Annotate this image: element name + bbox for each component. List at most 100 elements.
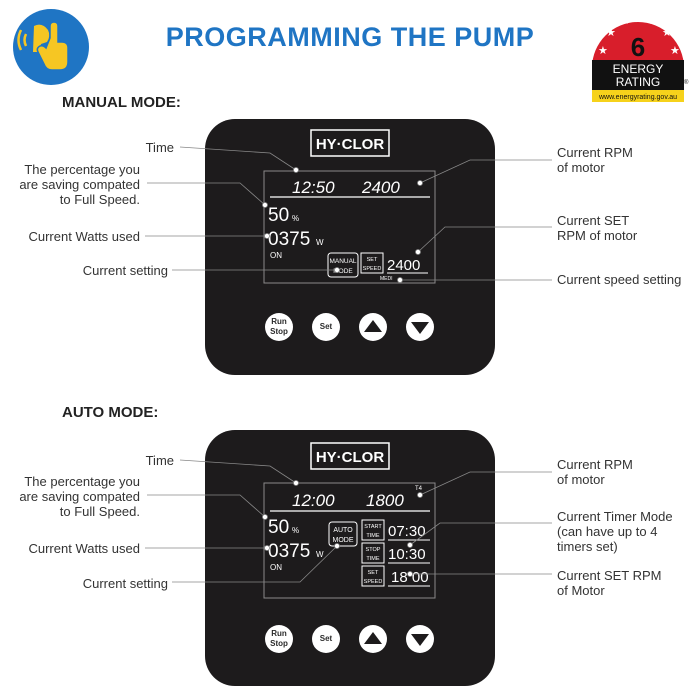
- manual-lcd-set-l2: SPEED: [363, 266, 382, 272]
- auto-label-rpm-l2: of motor: [557, 472, 605, 487]
- manual-label-rpm-l2: of motor: [557, 160, 605, 175]
- arrow-down-icon: [411, 634, 429, 646]
- manual-lcd-speed-label: MEDI: [380, 276, 393, 282]
- auto-lcd-percent: 50: [268, 517, 289, 538]
- svg-text:★: ★: [606, 27, 616, 39]
- manual-lcd-set-l1: SET: [367, 257, 378, 263]
- manual-lcd-percent: 50: [268, 205, 289, 226]
- manual-label-watts: Current Watts used: [28, 229, 140, 244]
- auto-label-percent-l3: to Full Speed.: [59, 504, 140, 519]
- auto-label-timer: Current Timer Mode (can have up to 4 tim…: [557, 509, 697, 554]
- svg-text:★: ★: [648, 15, 658, 27]
- manual-lcd-mode-l2: MODE: [333, 268, 353, 275]
- manual-down-button[interactable]: [406, 313, 434, 341]
- auto-lcd-watts-unit: W: [316, 550, 324, 559]
- arrow-up-icon: [364, 320, 382, 332]
- manual-label-setrpm: Current SET RPM of motor: [557, 213, 697, 243]
- auto-lcd-stop-l1: STOP: [366, 547, 381, 553]
- manual-lcd-mode-l1: MANUAL: [329, 258, 356, 265]
- rating-stars-count: 6: [631, 32, 645, 62]
- auto-label-percent: The percentage you are saving compated t…: [4, 474, 140, 519]
- arrow-up-icon: [364, 632, 382, 644]
- manual-set-button[interactable]: Set: [312, 313, 340, 341]
- manual-lcd-on: ON: [270, 251, 282, 260]
- auto-label-rpm: Current RPM of motor: [557, 457, 697, 487]
- svg-text:★: ★: [670, 45, 680, 57]
- auto-brand-logo: HY·CLOR: [316, 449, 384, 466]
- auto-run-label: Run: [271, 629, 287, 638]
- energy-rating-badge: ★ ★ ★ ★ ★ ★ 6 ENERGY RATING www.energyra…: [586, 6, 690, 106]
- arrow-down-icon: [411, 322, 429, 334]
- auto-run-stop-button[interactable]: Run Stop: [265, 625, 293, 653]
- auto-label-setting: Current setting: [82, 576, 168, 591]
- manual-brand-logo: HY·CLOR: [316, 136, 384, 153]
- manual-lcd-set-rpm: 2400: [387, 257, 420, 274]
- page-title: PROGRAMMING THE PUMP: [165, 22, 535, 52]
- manual-lcd-rpm: 2400: [361, 178, 400, 197]
- auto-lcd-mode-l1: AUTO: [333, 527, 353, 534]
- rating-line1: ENERGY: [613, 62, 664, 76]
- manual-label-percent-l3: to Full Speed.: [59, 192, 140, 207]
- auto-label-setrpm: Current SET RPM of Motor: [557, 568, 697, 598]
- auto-label-timer-l2: (can have up to 4: [557, 524, 658, 539]
- auto-stop-label: Stop: [270, 639, 288, 648]
- auto-set-label: Set: [319, 634, 333, 643]
- auto-lcd-set-l1: SET: [368, 570, 379, 576]
- auto-label-percent-l2: are saving compated: [19, 489, 140, 504]
- auto-label-timer-l1: Current Timer Mode: [557, 509, 673, 524]
- svg-text:★: ★: [598, 45, 608, 57]
- rating-url: www.energyrating.gov.au: [598, 94, 677, 101]
- manual-set-label: Set: [319, 322, 333, 331]
- auto-label-time: Time: [145, 453, 174, 468]
- manual-lcd-watts-unit: W: [316, 238, 324, 247]
- svg-text:★: ★: [620, 15, 630, 27]
- auto-lcd-set-val: 18 00: [391, 569, 429, 586]
- auto-down-button[interactable]: [406, 625, 434, 653]
- auto-lcd-timer-tag: T4: [415, 486, 423, 492]
- manual-label-setting: Current setting: [82, 263, 168, 278]
- auto-up-button[interactable]: [359, 625, 387, 653]
- rating-line2: RATING: [616, 75, 660, 89]
- auto-label-setrpm-l2: of Motor: [557, 583, 605, 598]
- manual-mode-heading: MANUAL MODE:: [62, 94, 181, 111]
- manual-stop-label: Stop: [270, 327, 288, 336]
- manual-label-speed: Current speed setting: [557, 272, 682, 287]
- auto-lcd-time: 12:00: [292, 491, 335, 510]
- auto-lcd-percent-sym: %: [292, 526, 299, 535]
- manual-run-label: Run: [271, 317, 287, 326]
- touch-hand-icon: [12, 8, 90, 86]
- manual-label-setrpm-l1: Current SET: [557, 213, 630, 228]
- auto-label-percent-l1: The percentage you: [24, 474, 140, 489]
- auto-label-rpm-l1: Current RPM: [557, 457, 633, 472]
- manual-label-time: Time: [145, 140, 174, 155]
- auto-lcd-start-val: 07:30: [388, 523, 426, 540]
- auto-lcd-mode-l2: MODE: [333, 537, 354, 544]
- auto-mode-heading: AUTO MODE:: [62, 404, 159, 421]
- manual-up-button[interactable]: [359, 313, 387, 341]
- auto-lcd-start-l1: START: [364, 524, 382, 530]
- manual-label-rpm: Current RPM of motor: [557, 145, 697, 175]
- svg-text:★: ★: [662, 27, 672, 39]
- auto-label-timer-l3: timers set): [557, 539, 618, 554]
- manual-lcd-time: 12:50: [292, 178, 335, 197]
- rating-stars-icon: ★ ★ ★ ★ ★ ★: [598, 15, 680, 57]
- auto-lcd-set-l2: SPEED: [364, 579, 383, 585]
- auto-lcd-stop-l2: TIME: [366, 556, 379, 562]
- auto-lcd-on: ON: [270, 563, 282, 572]
- manual-run-stop-button[interactable]: Run Stop: [265, 313, 293, 341]
- rating-registered: ®: [684, 79, 689, 86]
- manual-label-percent-l2: are saving compated: [19, 177, 140, 192]
- manual-label-percent-l1: The percentage you: [24, 162, 140, 177]
- auto-label-setrpm-l1: Current SET RPM: [557, 568, 662, 583]
- manual-label-setrpm-l2: RPM of motor: [557, 228, 638, 243]
- manual-label-rpm-l1: Current RPM: [557, 145, 633, 160]
- auto-label-watts: Current Watts used: [28, 541, 140, 556]
- manual-label-percent: The percentage you are saving compated t…: [4, 162, 140, 207]
- manual-lcd-watts: 0375: [268, 229, 310, 250]
- auto-lcd-rpm: 1800: [366, 491, 404, 510]
- auto-set-button[interactable]: Set: [312, 625, 340, 653]
- auto-lcd-start-l2: TIME: [366, 533, 379, 539]
- auto-lcd-stop-val: 10:30: [388, 546, 426, 563]
